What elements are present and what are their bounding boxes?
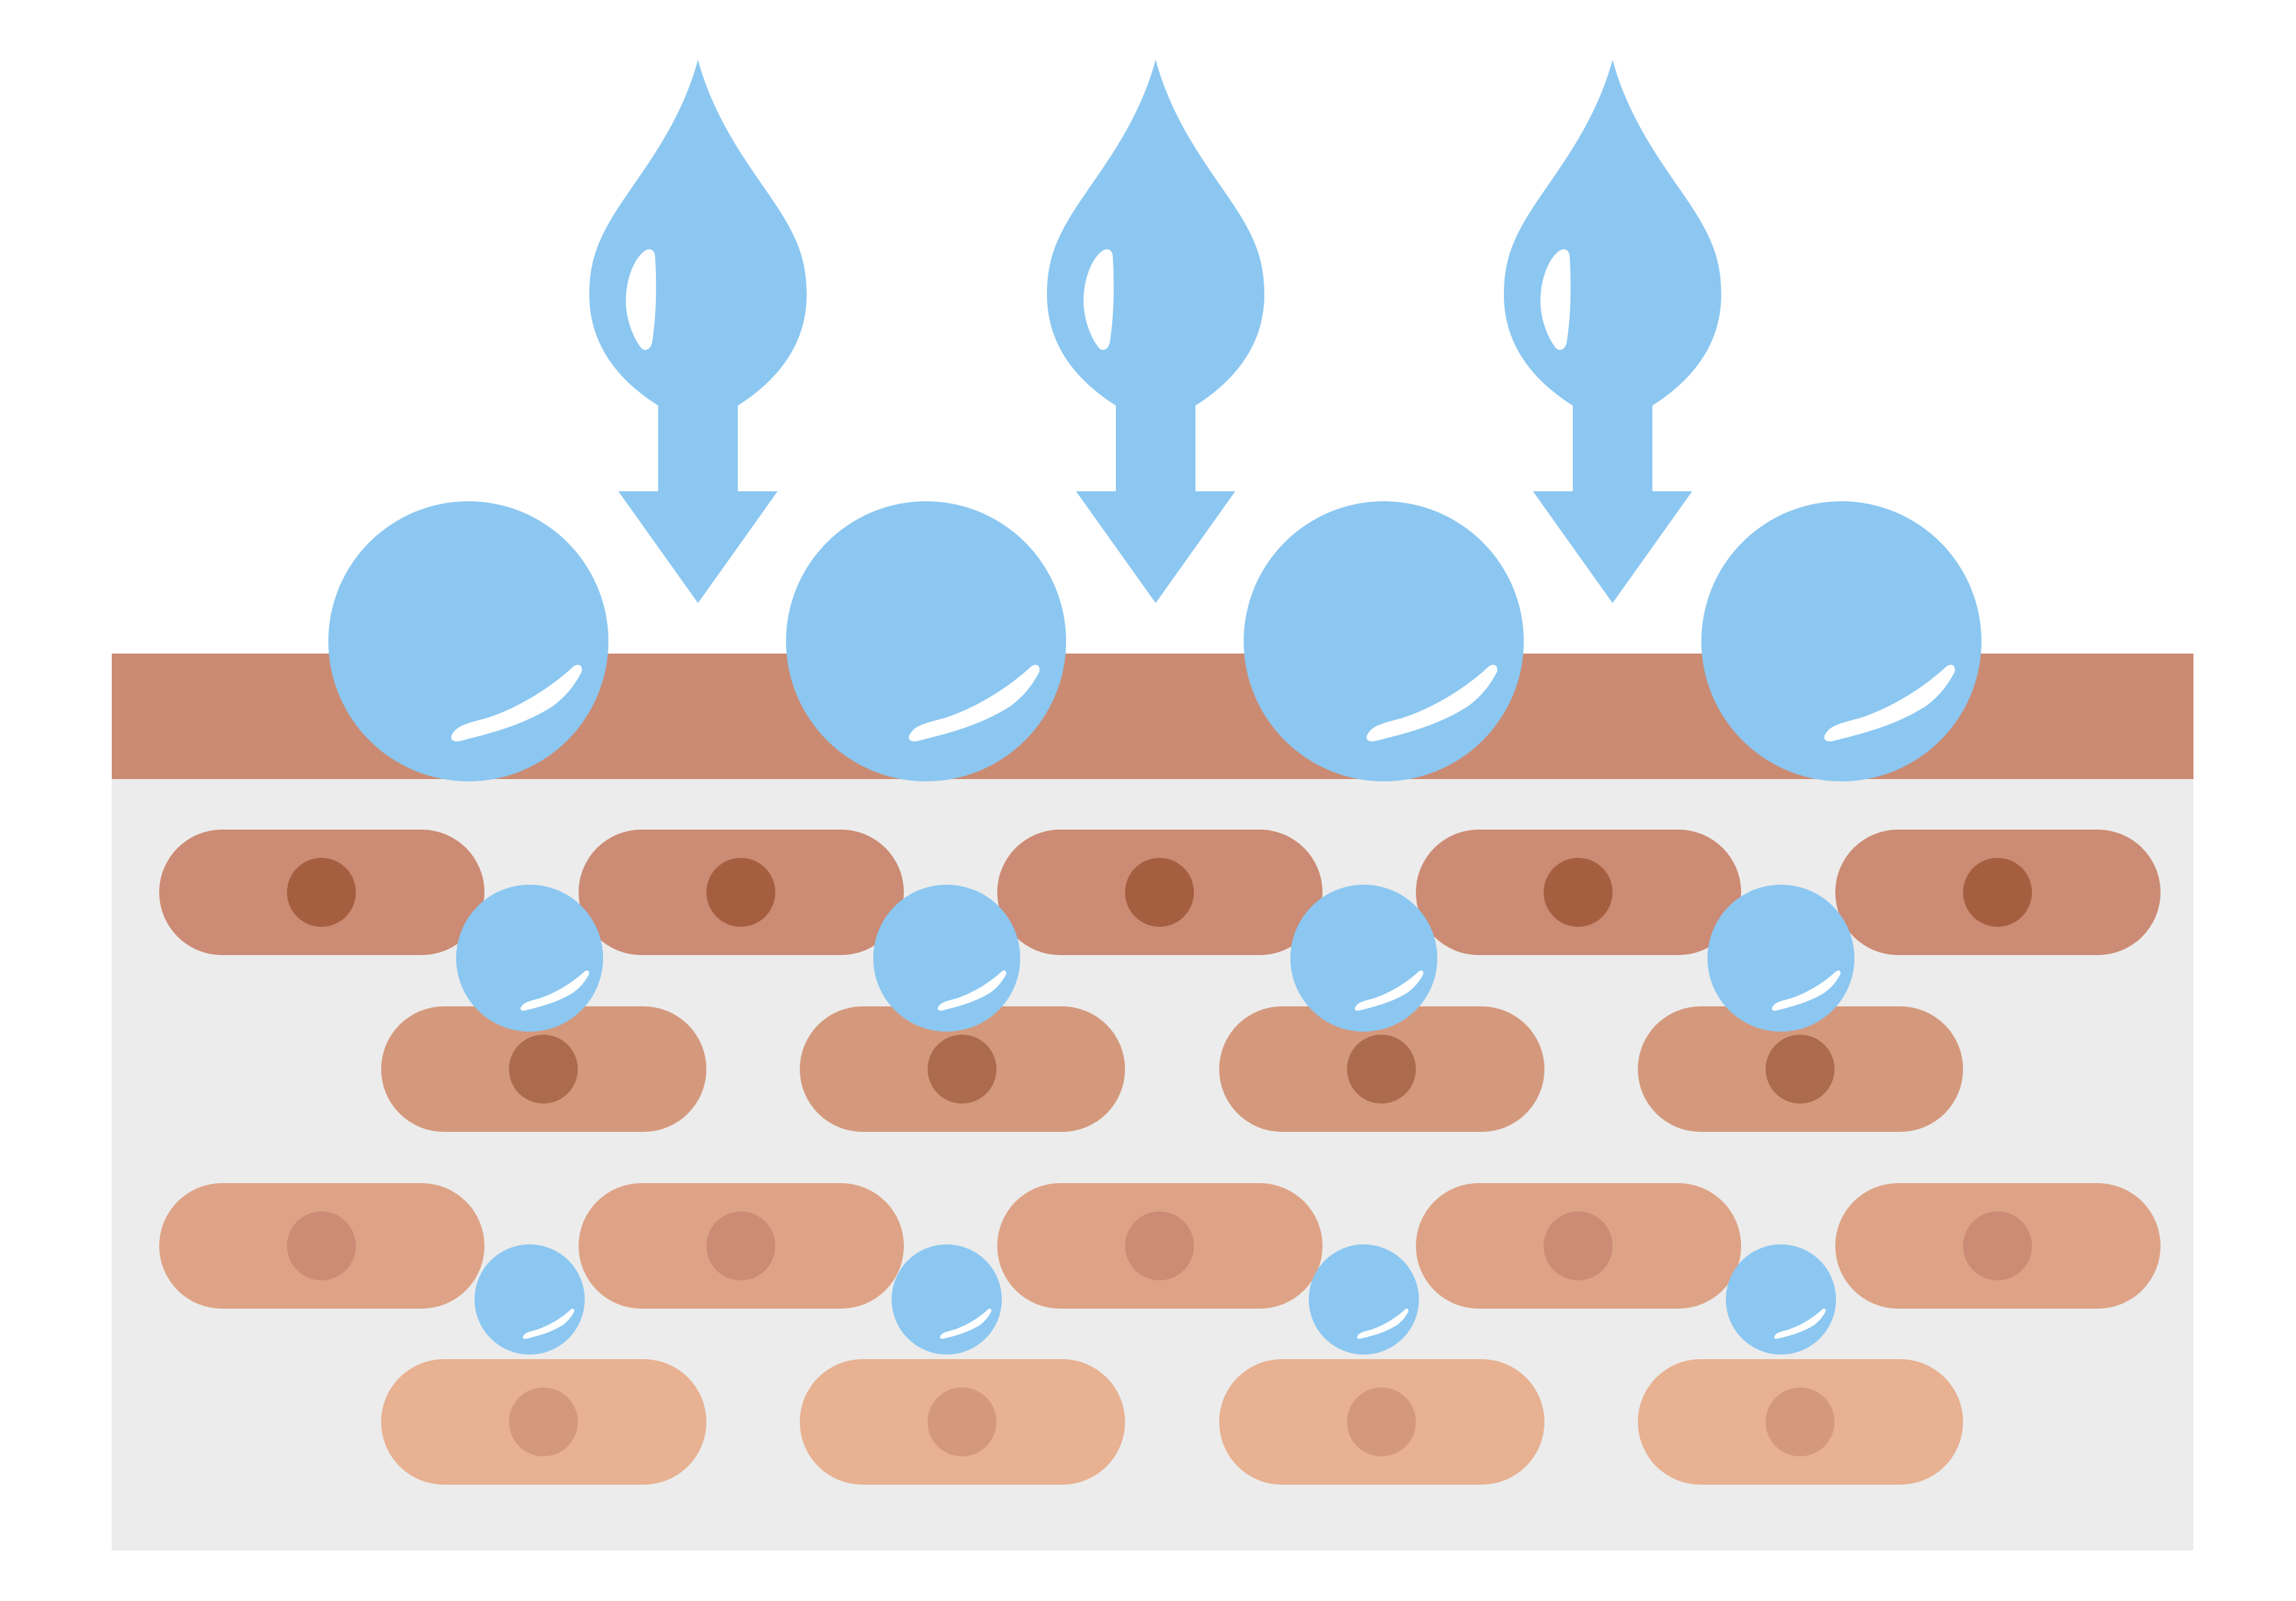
water-drop-arrows-group: [589, 60, 1721, 603]
cell-nucleus: [1544, 1211, 1613, 1280]
cell-nucleus: [1347, 1387, 1416, 1456]
absorbed-water-bubble: [1726, 1244, 1836, 1355]
drop-highlight: [1540, 249, 1571, 351]
cell-nucleus: [1963, 858, 2032, 927]
surface-water-bubble: [1244, 501, 1524, 781]
drop-highlight: [625, 249, 657, 351]
absorbed-water-bubble: [892, 1244, 1002, 1355]
surface-water-bubble: [1701, 501, 1981, 781]
surface-water-bubbles-group: [328, 501, 1981, 781]
arrow-down-icon: [1533, 398, 1692, 603]
absorbed-water-bubble: [873, 885, 1020, 1032]
surface-water-bubble: [328, 501, 608, 781]
bubble-highlight: [940, 1309, 992, 1339]
water-drop-arrow: [1047, 60, 1264, 603]
cell-nucleus: [509, 1035, 578, 1104]
cell-nucleus: [287, 1211, 356, 1280]
bubble-highlight: [1774, 1309, 1826, 1339]
absorbed-water-bubble: [475, 1244, 585, 1355]
arrow-down-icon: [1076, 398, 1235, 603]
absorbed-water-bubble: [1290, 885, 1437, 1032]
absorbed-water-bubbles-group: [456, 885, 1854, 1355]
cell-nucleus: [1963, 1211, 2032, 1280]
cell-nucleus: [1766, 1387, 1835, 1456]
bubble-highlight: [1355, 970, 1424, 1011]
cell-nucleus: [509, 1387, 578, 1456]
cell-nucleus: [1125, 858, 1194, 927]
bubble-highlight: [520, 970, 589, 1011]
bubble-highlight: [1357, 1309, 1409, 1339]
bubble-highlight: [938, 970, 1006, 1011]
bubble-highlight: [1366, 664, 1498, 742]
cell-nucleus: [1347, 1035, 1416, 1104]
absorbed-water-bubble: [456, 885, 603, 1032]
water-drop-arrow: [1504, 60, 1721, 603]
surface-water-bubble: [786, 501, 1066, 781]
water-drop-arrow: [589, 60, 807, 603]
bubble-highlight: [451, 664, 582, 742]
cell-nucleus: [1544, 858, 1613, 927]
drop-highlight: [1083, 249, 1114, 351]
bubble-highlight: [523, 1309, 575, 1339]
arrow-down-icon: [618, 398, 778, 603]
cell-nucleus: [706, 858, 775, 927]
cell-nucleus: [928, 1035, 996, 1104]
bubble-highlight: [908, 664, 1040, 742]
skin-cells-group: [159, 830, 2161, 1485]
bubble-highlight: [1772, 970, 1841, 1011]
cell-nucleus: [928, 1387, 996, 1456]
cell-nucleus: [1766, 1035, 1835, 1104]
absorbed-water-bubble: [1707, 885, 1854, 1032]
cell-nucleus: [1125, 1211, 1194, 1280]
cell-nucleus: [287, 858, 356, 927]
cell-nucleus: [706, 1211, 775, 1280]
bubble-highlight: [1824, 664, 1955, 742]
absorbed-water-bubble: [1309, 1244, 1419, 1355]
